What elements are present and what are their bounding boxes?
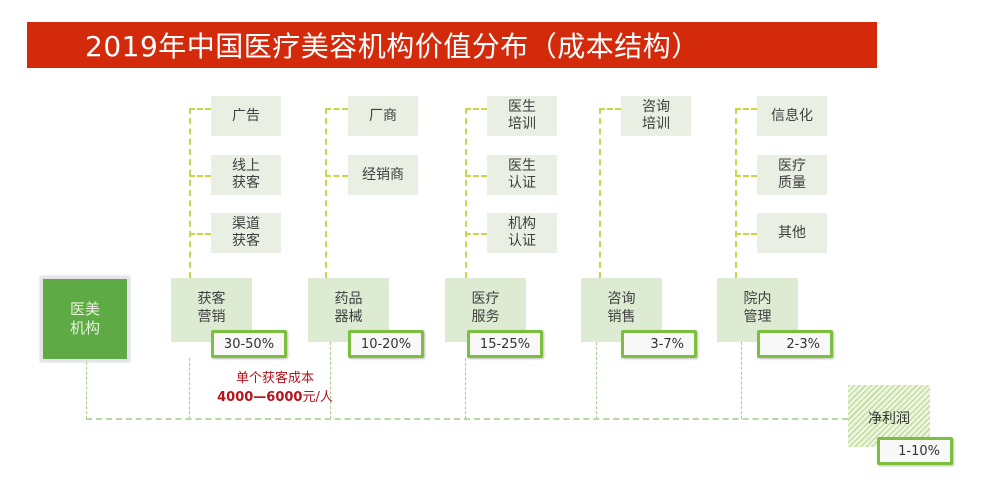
sub-item-label: 医疗: [778, 158, 806, 174]
note-unit: 元/人: [302, 390, 333, 405]
sub-item-others: 其他: [757, 213, 827, 253]
connector-vertical-bottom: [596, 342, 597, 419]
connector-horizontal: [465, 233, 487, 235]
connector-vertical: [735, 108, 737, 278]
sub-item-label: 医生: [508, 99, 536, 115]
root-node-medical-aesthetic-institution: 医美机构: [40, 276, 130, 362]
sub-item-advertising: 广告: [211, 96, 281, 136]
share-value: 15-25%: [479, 336, 531, 352]
sub-item-manufacturer: 厂商: [348, 96, 418, 136]
category-label: 器械: [334, 309, 363, 325]
connector-vertical: [325, 108, 327, 278]
connector-horizontal: [325, 108, 348, 110]
category-label: 咨询: [607, 291, 636, 307]
sub-item-label: 其他: [778, 224, 806, 241]
category-label: 药品: [334, 291, 363, 307]
sub-item-label: 医生: [508, 158, 536, 174]
root-label-line2: 机构: [69, 319, 100, 337]
note-cost-range: 4000—6000: [217, 390, 303, 405]
sub-item-label: 经销商: [362, 166, 404, 183]
sub-item-label: 培训: [642, 116, 670, 132]
connector-vertical-bottom: [189, 358, 190, 419]
connector-horizontal: [599, 108, 621, 110]
share-value: 30-50%: [223, 336, 275, 352]
root-label-line1: 医美: [69, 300, 100, 318]
sub-item-label: 广告: [232, 107, 260, 124]
sub-item-label: 信息化: [771, 107, 813, 124]
category-label: 服务: [471, 309, 500, 325]
sub-item-label: 咨询: [642, 99, 670, 115]
sub-item-distributor: 经销商: [348, 155, 418, 195]
sub-item-label: 线上: [232, 158, 260, 174]
connector-horizontal: [325, 175, 348, 177]
sub-item-institution-certification: 机构认证: [487, 213, 557, 253]
connector-horizontal: [465, 108, 487, 110]
sub-item-informatization: 信息化: [757, 96, 827, 136]
connector-vertical-bottom: [86, 362, 87, 419]
sub-item-medical-quality: 医疗质量: [757, 155, 827, 195]
connector-vertical: [189, 108, 191, 278]
share-value: 10-20%: [360, 336, 412, 352]
category-share-badge: 3-7%: [621, 330, 697, 358]
category-share-badge: 2-3%: [757, 330, 833, 358]
connector-horizontal: [465, 175, 487, 177]
connector-vertical-bottom: [330, 342, 331, 419]
profit-node: 净利润: [848, 385, 930, 447]
sub-item-doctor-certification: 医生认证: [487, 155, 557, 195]
connector-horizontal: [189, 108, 211, 110]
sub-item-label: 质量: [778, 175, 806, 191]
share-value: 1-10%: [898, 443, 940, 459]
sub-item-label: 培训: [508, 116, 536, 132]
connector-vertical: [465, 108, 467, 278]
category-share-badge: 15-25%: [467, 330, 543, 358]
sub-item-doctor-training: 医生培训: [487, 96, 557, 136]
sub-item-label: 机构: [508, 216, 536, 232]
category-share-badge: 30-50%: [211, 330, 287, 358]
connector-horizontal: [735, 233, 757, 235]
share-value: 2-3%: [786, 336, 820, 352]
acquisition-cost-note: 单个获客成本 4000—6000元/人: [195, 369, 355, 407]
share-value: 3-7%: [650, 336, 684, 352]
category-label: 销售: [607, 309, 636, 325]
profit-label: 净利润: [868, 411, 910, 427]
sub-item-label: 获客: [232, 175, 260, 191]
connector-vertical-bottom: [465, 358, 466, 419]
connector-vertical-bottom: [741, 342, 742, 419]
connector-horizontal-bottom: [86, 418, 848, 420]
category-label: 获客: [197, 291, 226, 307]
connector-vertical: [599, 108, 601, 278]
sub-item-label: 认证: [508, 233, 536, 249]
profit-share-badge: 1-10%: [877, 437, 953, 465]
connector-horizontal: [735, 108, 757, 110]
category-share-badge: 10-20%: [348, 330, 424, 358]
sub-item-label: 认证: [508, 175, 536, 191]
category-label: 医疗: [471, 291, 500, 307]
connector-horizontal: [189, 175, 211, 177]
sub-item-label: 厂商: [369, 107, 397, 124]
sub-item-channel-acquisition: 渠道获客: [211, 213, 281, 253]
sub-item-online-acquisition: 线上获客: [211, 155, 281, 195]
connector-horizontal: [189, 233, 211, 235]
note-line1: 单个获客成本: [235, 371, 314, 386]
sub-item-label: 获客: [232, 233, 260, 249]
sub-item-consultant-training: 咨询培训: [621, 96, 691, 136]
sub-item-label: 渠道: [232, 216, 260, 232]
category-label: 管理: [743, 309, 772, 325]
connector-horizontal: [735, 175, 757, 177]
page-title: 2019年中国医疗美容机构价值分布（成本结构）: [27, 22, 877, 68]
title-text: 2019年中国医疗美容机构价值分布（成本结构）: [85, 30, 700, 63]
category-label: 院内: [743, 291, 772, 307]
category-label: 营销: [197, 309, 226, 325]
